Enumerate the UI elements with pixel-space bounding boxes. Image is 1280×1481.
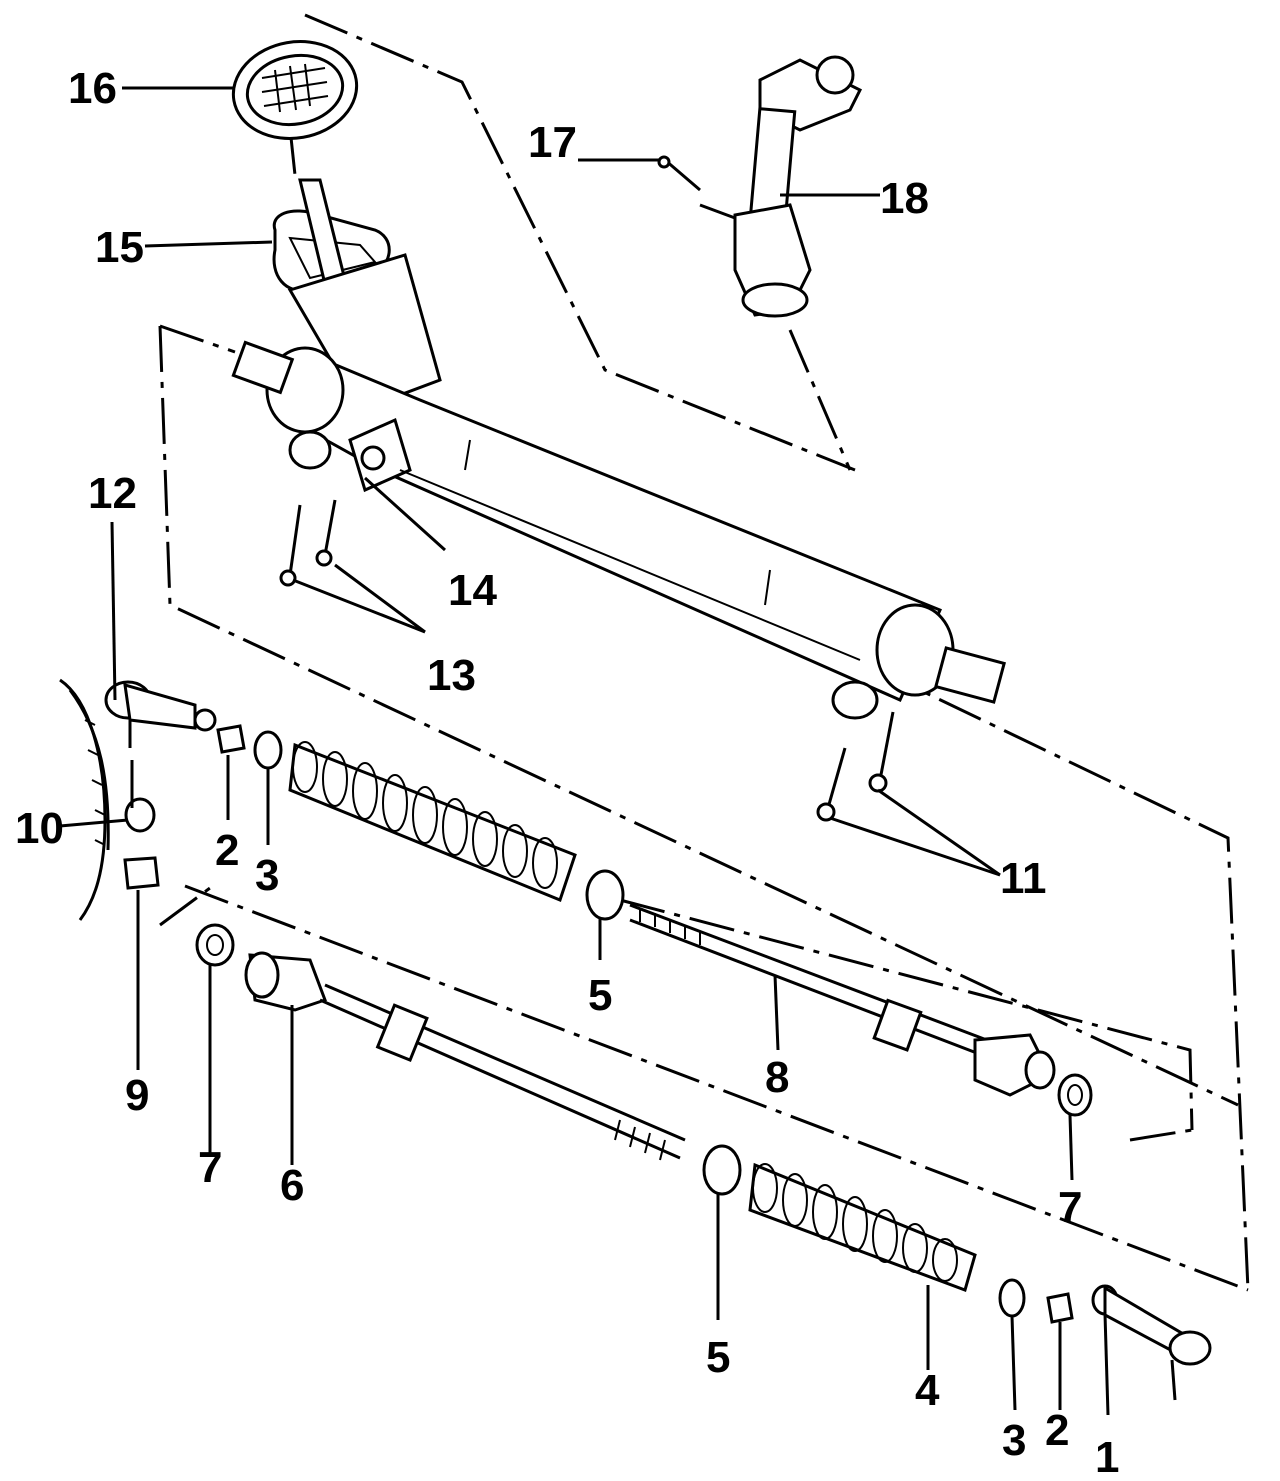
part-17-bolt <box>657 155 701 192</box>
callout-8: 8 <box>765 1053 789 1102</box>
part-3-clip-left <box>253 730 283 770</box>
part-9-nut <box>123 856 160 890</box>
part-6-inner-tie-rod-lower <box>244 951 686 1161</box>
part-7-washer-right <box>1057 1073 1093 1117</box>
part-13-bolts <box>279 499 337 587</box>
steering-rack-housing <box>231 178 1006 720</box>
leader-lines <box>59 86 1110 1416</box>
part-4-bellows-lower <box>748 1162 977 1292</box>
callout-2-upper: 2 <box>215 826 239 875</box>
callout-5-lower: 5 <box>706 1333 730 1382</box>
callout-16: 16 <box>68 64 117 113</box>
callout-5-upper: 5 <box>588 971 612 1020</box>
part-1-tie-rod-end <box>1091 1284 1212 1401</box>
callout-13: 13 <box>427 651 476 700</box>
part-2-nut-left <box>216 724 246 754</box>
part-8-inner-tie-rod <box>629 903 1056 1097</box>
part-5-clamp-lower <box>702 1144 742 1196</box>
callout-3-upper: 3 <box>255 851 279 900</box>
callout-15: 15 <box>95 223 144 272</box>
callout-1: 1 <box>1095 1433 1119 1481</box>
callout-3-lower: 3 <box>1002 1416 1026 1465</box>
callout-6: 6 <box>280 1161 304 1210</box>
part-2-nut-right <box>1046 1292 1074 1324</box>
callout-14: 14 <box>448 566 497 615</box>
callout-11: 11 <box>1000 854 1047 903</box>
callout-7-left: 7 <box>198 1143 222 1192</box>
callout-2-lower: 2 <box>1045 1406 1069 1455</box>
part-7-washer-left <box>195 923 235 967</box>
callout-labels: 16 15 17 18 12 14 13 11 10 2 3 5 8 9 7 6… <box>15 64 1119 1481</box>
part-3-clip-right <box>998 1278 1026 1318</box>
part-10-knuckle-arm <box>59 678 156 921</box>
callout-9: 9 <box>125 1071 149 1120</box>
part-12-tie-rod-end <box>104 680 217 748</box>
callout-4: 4 <box>915 1366 940 1415</box>
part-18-intermediate-shaft <box>733 55 863 318</box>
bellows-upper <box>288 741 577 902</box>
callout-7-right: 7 <box>1058 1183 1082 1232</box>
callout-12: 12 <box>88 469 137 518</box>
callout-17: 17 <box>528 118 577 167</box>
part-11-bolts <box>816 711 895 822</box>
callout-18: 18 <box>880 174 929 223</box>
part-5-clamp-upper <box>585 869 625 921</box>
callout-10: 10 <box>15 804 64 853</box>
part-16-grommet <box>231 40 359 140</box>
